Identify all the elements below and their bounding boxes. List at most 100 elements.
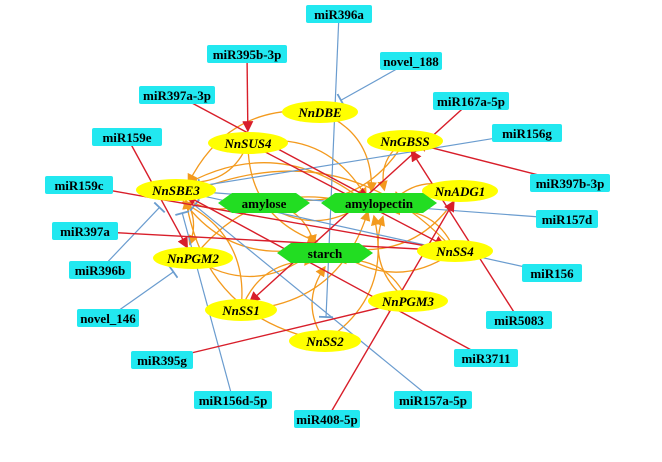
regulation-edge-mir3711-to-nnsbe3 <box>185 195 487 359</box>
mirna-label: miR156d-5p <box>199 393 268 408</box>
pathway-edge-nnss2-to-amylopectin <box>324 214 382 342</box>
regulation-edge-mir397a-to-nnss4 <box>84 230 445 256</box>
mirna-box <box>522 264 582 282</box>
mirna-label: miR397b-3p <box>536 176 605 191</box>
gene-label: NnSS4 <box>435 244 474 259</box>
gene-ellipse <box>136 179 216 201</box>
mirna-box <box>92 128 162 146</box>
gene-label: NnSS1 <box>221 303 260 318</box>
gene-node-nnss2[interactable]: NnSS2 <box>289 330 361 352</box>
mirna-box <box>139 86 215 104</box>
mirna-box <box>454 349 518 367</box>
mirna-node-novel-146[interactable]: novel_146 <box>77 309 139 327</box>
mirna-label: miR396a <box>314 7 364 22</box>
gene-ellipse <box>208 132 288 154</box>
mirna-label: miR157d <box>542 212 593 227</box>
gene-node-nnpgm2[interactable]: NnPGM2 <box>153 247 233 269</box>
product-node-starch[interactable]: starch <box>277 243 373 263</box>
gene-node-nndbe[interactable]: NnDBE <box>282 101 358 123</box>
product-hexagon <box>218 193 310 213</box>
mirna-node-mir3711[interactable]: miR3711 <box>454 349 518 367</box>
gene-label: NnGBSS <box>379 134 429 149</box>
gene-label: NnSBE3 <box>151 183 200 198</box>
mirna-node-novel-188[interactable]: novel_188 <box>380 52 442 70</box>
mirna-node-mir167a-5p[interactable]: miR167a-5p <box>433 92 509 110</box>
mirna-node-mir397a[interactable]: miR397a <box>52 222 118 240</box>
inhibition-edge-mir396a-to-nnss2 <box>318 13 340 319</box>
mirna-node-mir157d[interactable]: miR157d <box>536 210 598 228</box>
mirna-box <box>536 210 598 228</box>
gene-label: NnPGM2 <box>166 251 220 266</box>
regulation-edge-mir395b-3p-to-nnsus4 <box>242 53 254 133</box>
gene-label: NnDBE <box>297 105 342 120</box>
mirna-box <box>77 309 139 327</box>
mirna-label: miR159c <box>54 178 103 193</box>
nodes-layer: miR396a miR395b-3p novel_188 miR397a-3p miR1… <box>45 5 610 428</box>
pathway-edge-nnss2-to-starch <box>311 265 326 342</box>
inhibition-edge-mir156g-to-nnsbe3 <box>197 132 528 194</box>
mirna-node-mir396b[interactable]: miR396b <box>69 261 131 279</box>
gene-ellipse <box>282 101 358 123</box>
gene-ellipse <box>205 299 277 321</box>
mirna-node-mir156g[interactable]: miR156g <box>492 124 562 142</box>
mirna-node-mir396a[interactable]: miR396a <box>306 5 372 23</box>
mirna-label: miR3711 <box>461 351 510 366</box>
gene-ellipse <box>153 247 233 269</box>
product-hexagon <box>321 193 437 213</box>
mirna-node-mir395b-3p[interactable]: miR395b-3p <box>207 45 287 63</box>
gene-label: NnADG1 <box>434 184 486 199</box>
gene-node-nnss4[interactable]: NnSS4 <box>417 240 493 262</box>
gene-ellipse <box>417 240 493 262</box>
mirna-box <box>394 391 472 409</box>
mirna-node-mir159c[interactable]: miR159c <box>45 176 113 194</box>
product-node-amylopectin[interactable]: amylopectin <box>321 193 437 213</box>
product-hexagon <box>277 243 373 263</box>
mirna-label: miR397a-3p <box>143 88 211 103</box>
gene-node-nngbss[interactable]: NnGBSS <box>367 130 443 152</box>
gene-node-nnsbe3[interactable]: NnSBE3 <box>136 179 216 201</box>
mirna-box <box>207 45 287 63</box>
regulation-edge-mir159c-to-nnss4 <box>78 184 445 253</box>
gene-ellipse <box>368 290 448 312</box>
mirna-box <box>294 410 360 428</box>
mirna-box <box>530 174 610 192</box>
mirna-node-mir157a-5p[interactable]: miR157a-5p <box>394 391 472 409</box>
product-node-amylose[interactable]: amylose <box>218 193 310 213</box>
mirna-box <box>131 351 193 369</box>
gene-label: NnPGM3 <box>381 294 435 309</box>
gene-ellipse <box>367 130 443 152</box>
mirna-label: miR159e <box>102 130 151 145</box>
gene-node-nnss1[interactable]: NnSS1 <box>205 299 277 321</box>
gene-ellipse <box>289 330 361 352</box>
mirna-node-mir408-5p[interactable]: miR408-5p <box>294 410 360 428</box>
mirna-box <box>486 311 552 329</box>
gene-node-nnpgm3[interactable]: NnPGM3 <box>368 290 448 312</box>
mirna-label: miR396b <box>75 263 126 278</box>
mirna-node-mir397b-3p[interactable]: miR397b-3p <box>530 174 610 192</box>
mirna-node-mir159e[interactable]: miR159e <box>92 128 162 146</box>
gene-label: NnSUS4 <box>224 136 272 151</box>
mirna-node-mir397a-3p[interactable]: miR397a-3p <box>139 86 215 104</box>
mirna-label: miR395b-3p <box>213 47 282 62</box>
gene-node-nnadg1[interactable]: NnADG1 <box>422 180 498 202</box>
mirna-box <box>45 176 113 194</box>
inhibition-edge-mir396b-to-nnsbe3 <box>99 201 166 271</box>
product-label: amylose <box>242 196 287 211</box>
gene-node-nnsus4[interactable]: NnSUS4 <box>208 132 288 154</box>
mirna-node-mir156[interactable]: miR156 <box>522 264 582 282</box>
regulation-edge-mir5083-to-nngbss <box>410 149 520 321</box>
mirna-label: miR157a-5p <box>399 393 467 408</box>
mirna-box <box>69 261 131 279</box>
mirna-box <box>194 391 272 409</box>
mirna-label: novel_146 <box>80 311 136 326</box>
mirna-label: miR5083 <box>494 313 544 328</box>
mirna-box <box>380 52 442 70</box>
mirna-node-mir5083[interactable]: miR5083 <box>486 311 552 329</box>
mirna-node-mir156d-5p[interactable]: miR156d-5p <box>194 391 272 409</box>
mirna-label: miR397a <box>60 224 110 239</box>
mirna-node-mir395g[interactable]: miR395g <box>131 351 193 369</box>
mirna-label: miR156g <box>502 126 552 141</box>
mirna-box <box>52 222 118 240</box>
